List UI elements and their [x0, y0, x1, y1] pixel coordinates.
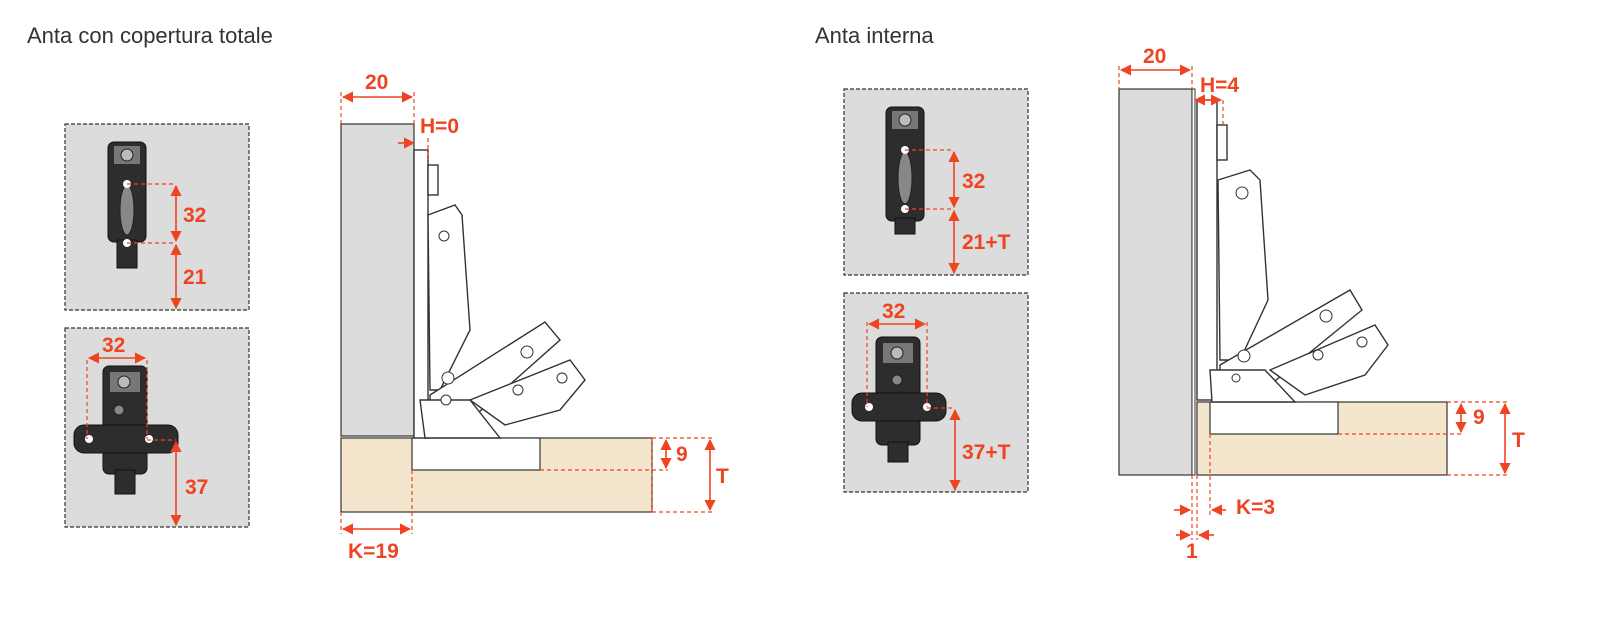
left-side-thickness-label: T [716, 465, 729, 488]
left-straight-offset-label: 21 [183, 266, 207, 289]
left-hinge-arm [413, 149, 586, 439]
left-door [340, 123, 415, 437]
left-plate-straight-panel: 32 21 [64, 123, 250, 311]
right-cup-depth-label: 9 [1473, 406, 1485, 429]
left-cross-spacing-label: 32 [102, 334, 125, 357]
left-hinge-cup [411, 437, 541, 471]
left-cup-depth-label: 9 [676, 443, 688, 466]
right-straight-spacing-label: 32 [962, 170, 985, 193]
left-distance-label: K=19 [348, 540, 399, 563]
right-cross-spacing-label: 32 [882, 300, 905, 323]
left-straight-spacing-label: 32 [183, 204, 206, 227]
left-plate-cross-panel: 32 37 [64, 327, 250, 528]
heading-inset-door: Anta interna [815, 23, 934, 48]
right-distance-label: K=3 [1236, 496, 1275, 519]
cross-mounting-plate [851, 336, 947, 463]
left-overlay-label: H=0 [420, 115, 459, 138]
right-side-panel [1118, 88, 1193, 476]
heading-overlay-door: Anta con copertura totale [27, 23, 273, 48]
right-door-thickness-label: 20 [1143, 45, 1166, 68]
left-hinge-section: 20 H=0 9 T K=19 [340, 71, 729, 563]
straight-mounting-plate [107, 141, 147, 269]
right-overlay-label: H=4 [1200, 74, 1239, 97]
right-gap-label: 1 [1186, 540, 1198, 563]
right-hinge-section: 20 H=4 9 T K=3 1 [1118, 45, 1525, 563]
right-plate-cross-panel: 32 37+T [843, 292, 1029, 493]
right-cross-offset-label: 37+T [962, 441, 1011, 464]
right-hinge-arm [1196, 99, 1389, 403]
left-cross-offset-label: 37 [185, 476, 208, 499]
straight-mounting-plate [885, 106, 925, 235]
cross-mounting-plate [73, 365, 179, 495]
right-plate-straight-panel: 32 21+T [843, 88, 1029, 276]
left-door-thickness-label: 20 [365, 71, 388, 94]
right-side-thickness-label: T [1512, 429, 1525, 452]
right-straight-offset-label: 21+T [962, 231, 1011, 254]
right-hinge-cup [1209, 401, 1339, 435]
